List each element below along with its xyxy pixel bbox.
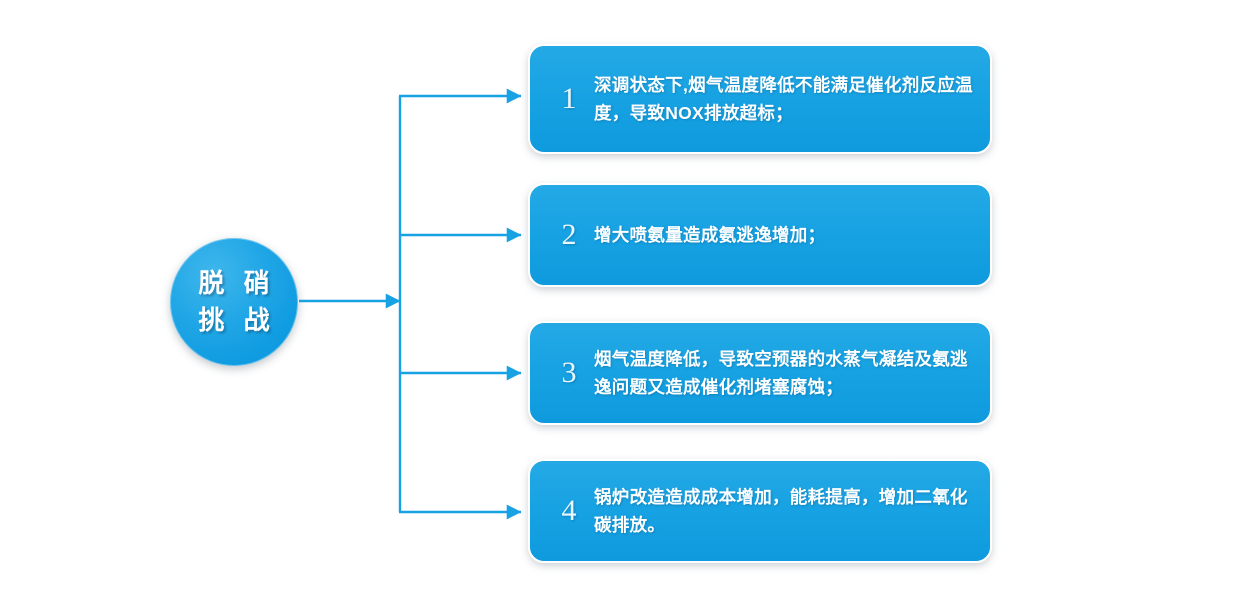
challenge-number-3: 3 — [561, 356, 577, 389]
challenge-number-4: 4 — [561, 494, 577, 527]
challenge-text-3: 烟气温度降低，导致空预器的水蒸气凝结及氨逃逸问题又造成催化剂堵塞腐蚀； — [594, 348, 968, 397]
challenge-text-1: 深调状态下,烟气温度降低不能满足催化剂反应温度，导致NOX排放超标； — [594, 74, 973, 123]
challenge-number-1: 1 — [561, 82, 577, 115]
challenge-box-2[interactable]: 2 增大喷氨量造成氨逃逸增加； — [528, 183, 992, 287]
challenge-box-3[interactable]: 3 烟气温度降低，导致空预器的水蒸气凝结及氨逃逸问题又造成催化剂堵塞腐蚀； — [528, 321, 992, 425]
challenge-text-2: 增大喷氨量造成氨逃逸增加； — [594, 224, 826, 245]
challenge-number-2: 2 — [561, 218, 577, 251]
hub-node-denitrification-challenge[interactable]: 脱 硝 挑 战 — [170, 238, 298, 366]
challenge-box-4[interactable]: 4 锅炉改造造成成本增加，能耗提高，增加二氧化碳排放。 — [528, 459, 992, 563]
challenge-box-1[interactable]: 1 深调状态下,烟气温度降低不能满足催化剂反应温度，导致NOX排放超标； — [528, 44, 992, 154]
challenge-text-4: 锅炉改造造成成本增加，能耗提高，增加二氧化碳排放。 — [594, 486, 968, 535]
hub-label-line-1: 脱 硝 — [198, 268, 276, 299]
hub-label-line-2: 挑 战 — [198, 305, 276, 335]
